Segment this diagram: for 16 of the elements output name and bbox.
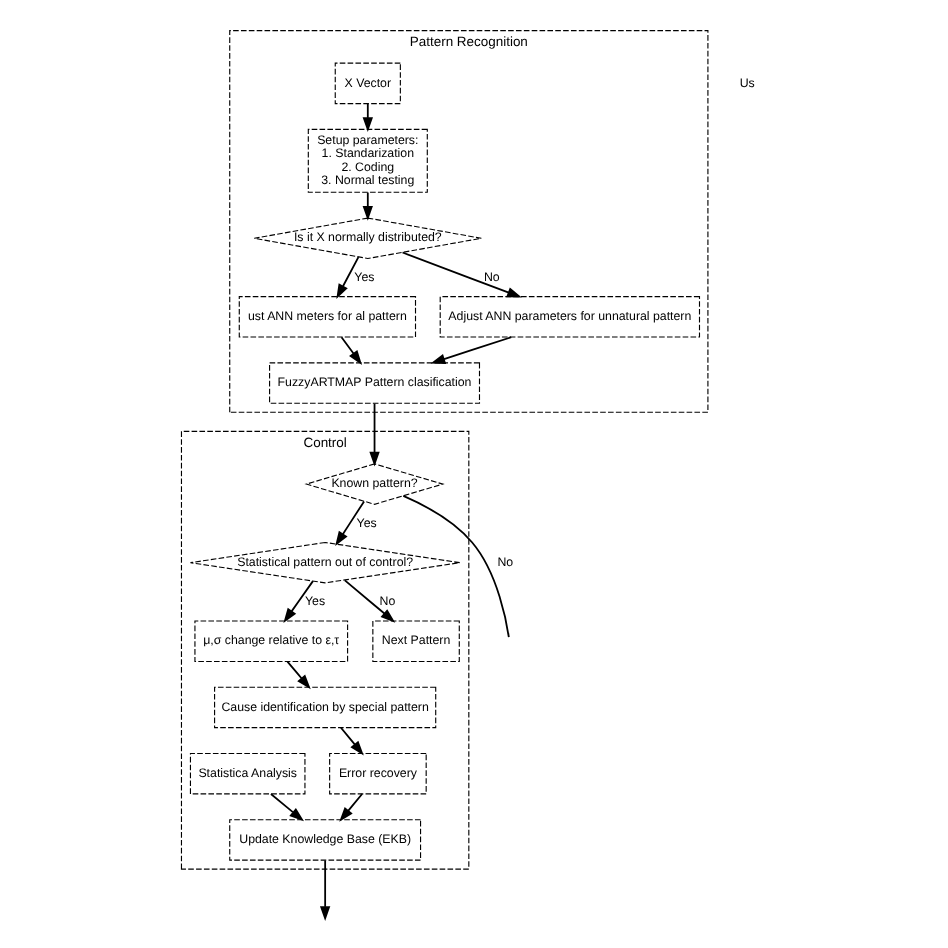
arrow bbox=[400, 251, 521, 298]
arrow bbox=[361, 191, 372, 221]
arrow bbox=[269, 793, 303, 822]
arrow bbox=[429, 336, 512, 364]
arrow bbox=[318, 859, 330, 921]
arrow bbox=[338, 793, 362, 822]
arrow bbox=[285, 660, 310, 690]
arrow bbox=[339, 726, 363, 756]
arrow bbox=[335, 256, 359, 299]
arrow bbox=[368, 402, 379, 467]
connector bbox=[401, 495, 509, 638]
arrow bbox=[361, 102, 372, 133]
arrow bbox=[339, 336, 362, 365]
arrow bbox=[282, 580, 313, 623]
arrow bbox=[343, 579, 395, 623]
arrow bbox=[334, 500, 364, 547]
